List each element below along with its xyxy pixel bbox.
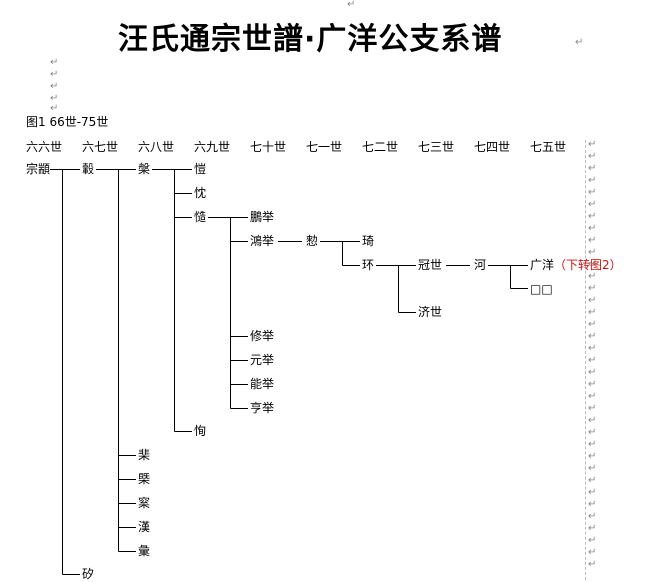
paragraph-mark: ↵	[588, 223, 597, 234]
generation-73: 七三世	[418, 140, 455, 154]
paragraph-mark: ↵	[588, 367, 597, 378]
paragraph-mark: ↵	[588, 403, 597, 414]
person-node: 槩	[138, 472, 151, 486]
paragraph-mark: ↵	[588, 319, 597, 330]
paragraph-mark: ↵	[588, 271, 597, 282]
paragraph-mark: ↵	[588, 199, 597, 210]
person-node: 恂	[194, 424, 207, 438]
paragraph-mark: ↵	[588, 451, 597, 462]
person-node: 漢	[138, 520, 151, 534]
generation-66: 六六世	[26, 140, 63, 154]
paragraph-mark: ↵	[588, 415, 597, 426]
paragraph-mark: ↵	[347, 0, 356, 10]
paragraph-mark: ↵	[588, 355, 597, 366]
paragraph-mark: ↵	[575, 37, 584, 48]
generation-72: 七二世	[362, 140, 399, 154]
paragraph-mark: ↵	[588, 139, 597, 150]
figure-label: 图1 66世-75世	[26, 115, 109, 129]
person-node: 琦	[362, 234, 375, 248]
paragraph-mark: ↵	[50, 103, 59, 114]
right-margin-guide	[585, 140, 586, 580]
person-node: 鴻举	[250, 234, 275, 248]
paragraph-mark: ↵	[588, 259, 597, 270]
person-node: 冠世	[418, 258, 443, 272]
paragraph-mark: ↵	[588, 535, 597, 546]
person-node: 慥	[194, 210, 207, 224]
paragraph-mark: ↵	[588, 295, 597, 306]
paragraph-mark: ↵	[588, 283, 597, 294]
generation-70: 七十世	[250, 140, 287, 154]
paragraph-mark: ↵	[588, 247, 597, 258]
person-node: 愷	[194, 162, 207, 176]
person-node: 棐	[138, 448, 151, 462]
person-node: 轂	[82, 162, 95, 176]
person-node: 愸	[306, 234, 319, 248]
paragraph-mark: ↵	[588, 175, 597, 186]
generation-74: 七四世	[474, 140, 511, 154]
paragraph-mark: ↵	[588, 391, 597, 402]
paragraph-mark: ↵	[588, 499, 597, 510]
person-node: 鵬举	[250, 210, 275, 224]
page-title: 汪氏通宗世譜·广洋公支系谱	[118, 22, 503, 57]
paragraph-mark: ↵	[588, 427, 597, 438]
person-node: 忱	[194, 186, 207, 200]
person-node: 环	[362, 258, 375, 272]
paragraph-mark: ↵	[588, 511, 597, 522]
paragraph-mark: ↵	[588, 439, 597, 450]
paragraph-mark: ↵	[588, 547, 597, 558]
generation-75: 七五世	[530, 140, 567, 154]
paragraph-mark: ↵	[588, 163, 597, 174]
person-node: 亨举	[250, 401, 275, 415]
person-node: 彙	[138, 544, 151, 558]
paragraph-mark: ↵	[50, 57, 59, 68]
person-node: 济世	[418, 305, 443, 319]
generation-69: 六九世	[194, 140, 231, 154]
paragraph-mark: ↵	[50, 81, 59, 92]
paragraph-mark: ↵	[588, 331, 597, 342]
paragraph-mark: ↵	[588, 235, 597, 246]
paragraph-mark: ↵	[588, 307, 597, 318]
paragraph-mark: ↵	[588, 475, 597, 486]
paragraph-mark: ↵	[588, 463, 597, 474]
person-node: 能举	[250, 377, 275, 391]
paragraph-mark: ↵	[588, 487, 597, 498]
paragraph-mark: ↵	[50, 69, 59, 80]
person-node: 矽	[82, 567, 95, 581]
person-node: 河	[474, 258, 487, 272]
person-node: 梥	[138, 496, 151, 510]
paragraph-mark: ↵	[50, 93, 59, 104]
paragraph-mark: ↵	[588, 559, 597, 570]
generation-68: 六八世	[138, 140, 175, 154]
paragraph-mark: ↵	[588, 187, 597, 198]
person-node: 元举	[250, 353, 275, 367]
paragraph-mark: ↵	[588, 343, 597, 354]
continuation-note: （下转图2）	[554, 258, 622, 272]
generation-67: 六七世	[82, 140, 119, 154]
person-node: □□	[530, 282, 553, 296]
paragraph-mark: ↵	[588, 379, 597, 390]
paragraph-mark: ↵	[588, 523, 597, 534]
paragraph-mark: ↵	[588, 151, 597, 162]
person-node: 广洋	[530, 258, 555, 272]
generation-71: 七一世	[306, 140, 343, 154]
paragraph-mark: ↵	[588, 211, 597, 222]
person-node: 槃	[138, 162, 151, 176]
person-node: 修举	[250, 329, 275, 343]
person-node: 宗顓	[26, 162, 51, 176]
